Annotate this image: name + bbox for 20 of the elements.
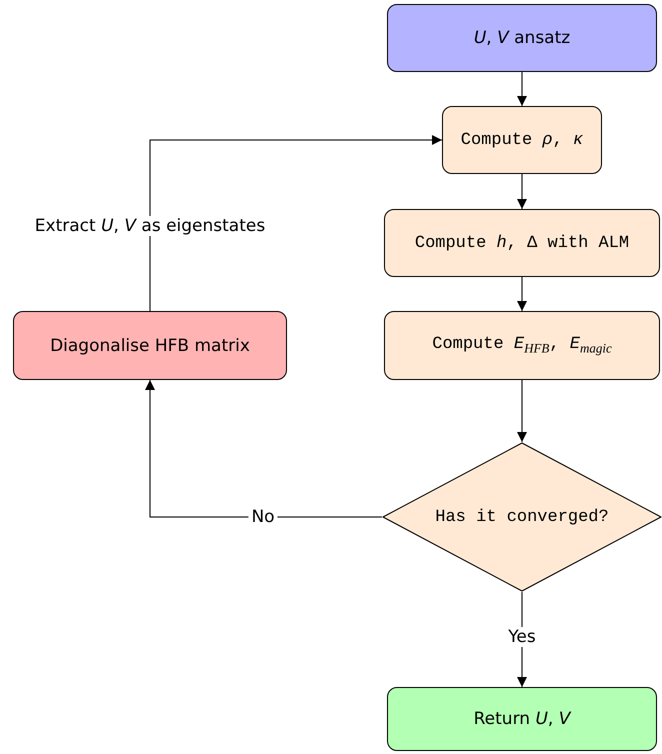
node-text: Compute E$_{HFB}$, E$_{magic}$ bbox=[432, 334, 612, 356]
decision-diamond bbox=[382, 442, 662, 592]
arrow bbox=[517, 72, 527, 106]
node-text: Return U, V bbox=[474, 709, 570, 729]
end-box bbox=[387, 687, 657, 751]
arrow bbox=[517, 276, 527, 312]
node-text: Compute h, Δ with ALM bbox=[414, 234, 630, 252]
arrow bbox=[150, 135, 442, 312]
node-text: Diagonalise HFB matrix bbox=[50, 336, 250, 356]
node-text: U, V ansatz bbox=[474, 28, 570, 48]
start-box bbox=[387, 4, 657, 72]
arrow bbox=[517, 380, 527, 442]
process-box bbox=[384, 311, 660, 380]
arrow bbox=[145, 380, 382, 518]
node-text: Compute ρ, κ bbox=[460, 130, 584, 150]
process-box bbox=[442, 106, 602, 174]
node-text: Has it converged? bbox=[435, 508, 609, 526]
process-box bbox=[13, 311, 287, 380]
process-box bbox=[384, 209, 660, 277]
arrow bbox=[517, 174, 527, 210]
